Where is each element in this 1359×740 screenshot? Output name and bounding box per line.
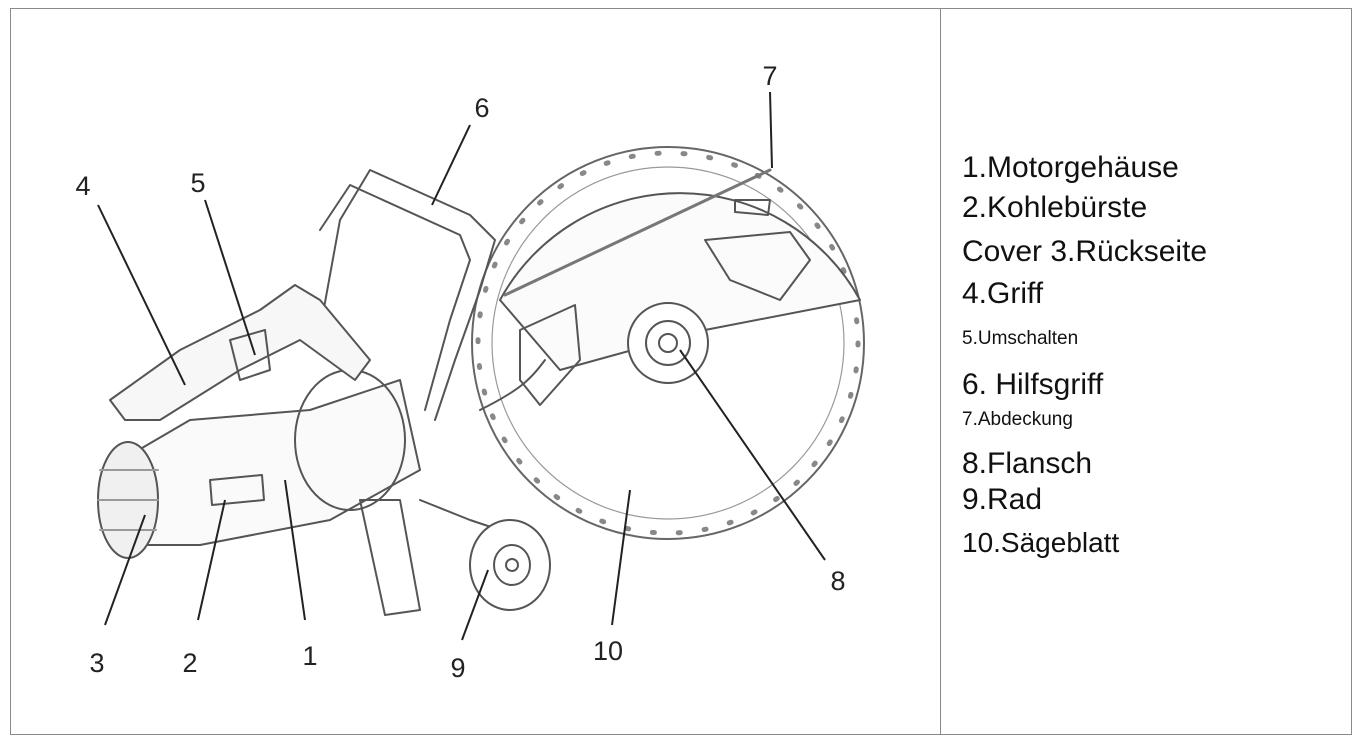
callout-5: 5 (190, 168, 205, 198)
legend-item-1: 1.Motorgehäuse (962, 151, 1179, 184)
callout-2: 2 (182, 648, 197, 678)
wheel-shape (419, 499, 551, 611)
legend-item-8: 8.Flansch (962, 446, 1093, 480)
legend-item-9: 9.Rad (962, 482, 1043, 516)
legend-item-3: Cover 3.Rückseite (962, 235, 1208, 268)
legend-item-5: 5.Umschalten (962, 328, 1079, 349)
saw-blade-shape (471, 146, 865, 540)
callout-8: 8 (830, 566, 845, 596)
legend-item-2: 2.Kohlebürste (962, 191, 1148, 224)
leader-line-6 (431, 124, 471, 206)
callout-7: 7 (762, 61, 777, 91)
callout-4: 4 (75, 171, 90, 201)
leader-line-1 (284, 479, 306, 621)
leader-line-7 (769, 91, 773, 169)
legend-item-10: 10.Sägeblatt (962, 526, 1120, 558)
top-handle-shape (109, 284, 371, 421)
motor-housing-shape (129, 369, 421, 546)
column-divider (940, 8, 941, 735)
legend-item-4: 4.Griff (962, 277, 1044, 310)
lower-guard-shape (359, 499, 421, 616)
flange-shape (627, 302, 709, 384)
blade-guard-shape (499, 168, 861, 406)
callout-9: 9 (450, 653, 465, 683)
leader-line-3 (104, 514, 146, 626)
leader-line-10 (611, 489, 631, 626)
rear-cover-shape (97, 441, 159, 559)
leader-line-4 (97, 204, 186, 386)
callout-6: 6 (474, 93, 489, 123)
auxiliary-handle-shape (319, 169, 496, 421)
cut-off-saw-drawing: 1 2 3 4 5 6 7 8 9 10 (75, 61, 865, 683)
diagram-frame (10, 8, 1352, 735)
legend-item-7: 7.Abdeckung (962, 408, 1073, 430)
legend-item-6: 6. Hilfsgriff (962, 367, 1104, 401)
water-hose-shape (479, 359, 546, 411)
leader-line-5 (204, 199, 256, 356)
callout-10: 10 (593, 636, 623, 666)
leader-line-9 (461, 569, 489, 641)
leader-line-2 (197, 499, 226, 621)
parts-legend: 1.Motorgehäuse 2.Kohlebürste Cover 3.Rüc… (962, 150, 1342, 559)
callout-1: 1 (302, 641, 317, 671)
leader-line-8 (679, 349, 826, 561)
callout-3: 3 (89, 648, 104, 678)
